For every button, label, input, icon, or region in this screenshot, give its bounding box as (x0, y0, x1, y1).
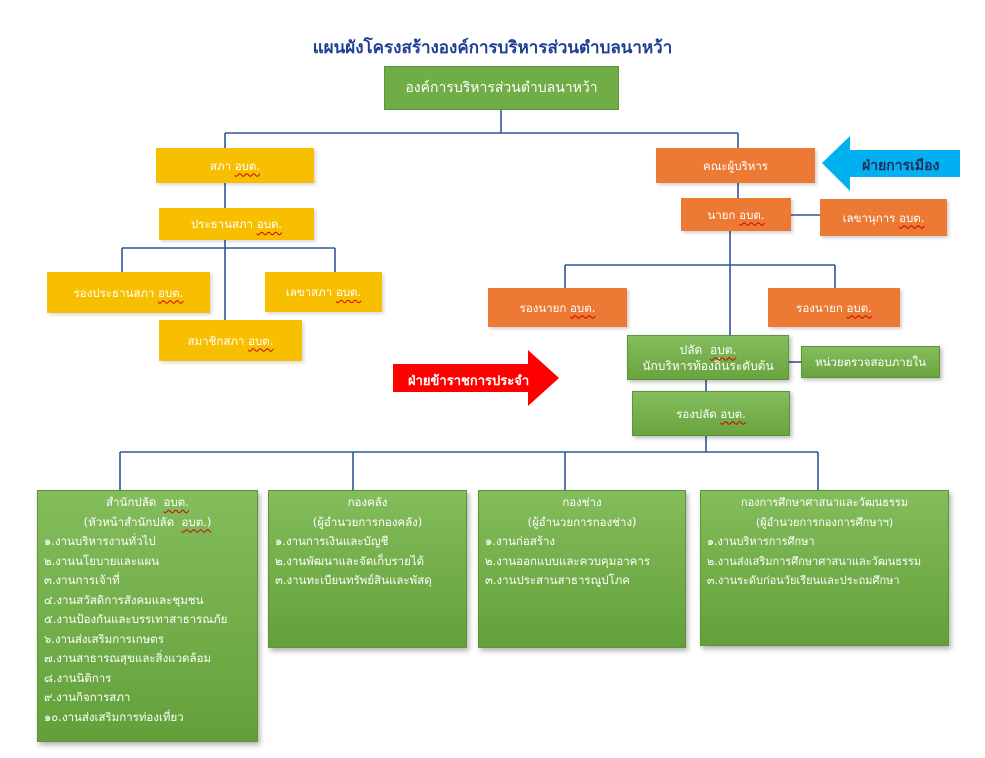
deputy-palad-abbr: อบต. (720, 406, 746, 421)
palad-abbr: อบต. (709, 342, 737, 357)
mayor-secretary-abbr: อบต. (899, 210, 925, 225)
department-name: กองคลัง (347, 495, 388, 509)
top-organization-box: องค์การบริหารส่วนตำบลนาหว้า (384, 66, 619, 110)
deputy-mayor-left-abbr: อบต. (570, 300, 596, 315)
palad-level: นักบริหารท้องถิ่นระดับต้น (642, 358, 774, 373)
list-item: ๑.งานบริหารงานทั่วไป (44, 534, 156, 548)
department-office-palad: สำนักปลัด อบต. (หัวหน้าสำนักปลัด อบต.) ๑… (37, 490, 258, 742)
list-item: ๗.งานสาธารณสุขและสิ่งแวดล้อม (44, 651, 212, 665)
list-item: ๓.งานประสานสาธารณูปโภค (485, 573, 630, 587)
council-chair-abbr: อบต. (256, 217, 283, 231)
council-secretary-box: เลขาสภา อบต. (265, 272, 382, 312)
council-chair-label: ประธานสภา (190, 217, 254, 231)
council-member-box: สมาชิกสภา อบต. (159, 320, 302, 361)
department-head: (ผู้อำนวยการกองคลัง) (312, 514, 423, 529)
council-label: สภา (209, 158, 232, 173)
deputy-palad-box: รองปลัด อบต. (632, 391, 790, 436)
list-item: ๒.งานออกแบบและควบคุมอาคาร (485, 553, 651, 568)
palad-label: ปลัด (679, 342, 703, 357)
mayor-secretary-label: เลขานุการ (842, 210, 896, 225)
department-name-abbr: อบต. (163, 495, 189, 509)
council-vice-chair-label: รองประธานสภา (73, 285, 155, 300)
top-organization-label: องค์การบริหารส่วนตำบลนาหว้า (405, 80, 598, 96)
council-secretary-label: เลขาสภา (285, 285, 333, 299)
deputy-mayor-right-label: รองนายก (796, 300, 843, 315)
mayor-secretary-box: เลขานุการ อบต. (820, 199, 947, 236)
political-arrow-label: ฝ่ายการเมือง (862, 158, 940, 174)
deputy-mayor-right-abbr: อบต. (846, 300, 872, 315)
department-name: กองการศึกษาศาสนาและวัฒนธรรม (740, 496, 909, 509)
civil-arrow-shape (393, 350, 559, 406)
department-engineering: กองช่าง (ผู้อำนวยการกองช่าง) ๑.งานก่อสร้… (478, 490, 686, 648)
list-item: ๓.งานระดับก่อนวัยเรียนและประถมศึกษา (707, 574, 900, 587)
mayor-label: นายก (707, 207, 736, 222)
list-item: ๖.งานส่งเสริมการเกษตร (44, 631, 164, 646)
list-item: ๑.งานบริหารการศึกษา (707, 535, 815, 548)
list-item: ๒.งานส่งเสริมการศึกษาศาสนาและวัฒนธรรม (707, 554, 922, 568)
department-education: กองการศึกษาศาสนาและวัฒนธรรม (ผู้อำนวยการ… (700, 490, 949, 646)
council-vice-chair-abbr: อบต. (158, 285, 184, 300)
council-member-label: สมาชิกสภา (187, 333, 245, 348)
council-member-abbr: อบต. (248, 333, 274, 348)
executive-board-box: คณะผู้บริหาร (656, 148, 815, 183)
council-secretary-abbr: อบต. (335, 285, 362, 299)
department-name: สำนักปลัด (106, 495, 157, 509)
mayor-abbr: อบต. (739, 207, 765, 222)
palad-box: ปลัด อบต. นักบริหารท้องถิ่นระดับต้น (627, 335, 789, 380)
department-finance: กองคลัง (ผู้อำนวยการกองคลัง) ๑.งานการเงิ… (268, 490, 467, 648)
list-item: ๘.งานนิติการ (44, 670, 112, 685)
list-item: ๓.งานทะเบียนทรัพย์สินและพัสดุ (275, 573, 432, 587)
list-item: ๑๐.งานส่งเสริมการท่องเที่ยว (44, 709, 184, 724)
council-chair-box: ประธานสภา อบต. (159, 208, 314, 240)
internal-audit-label: หน่วยตรวจสอบภายใน (815, 355, 926, 369)
political-arrow-shape (822, 136, 960, 191)
list-item: ๑.งานการเงินและบัญชี (275, 534, 389, 548)
list-item: ๙.งานกิจการสภา (44, 690, 131, 704)
mayor-box: นายก อบต. (681, 198, 791, 231)
department-head: (หัวหน้าสำนักปลัด (83, 514, 175, 529)
council-vice-chair-box: รองประธานสภา อบต. (47, 272, 210, 313)
deputy-mayor-left-box: รองนายก อบต. (488, 288, 627, 327)
page-title: แผนผังโครงสร้างองค์การบริหารส่วนตำบลนาหว… (312, 38, 673, 58)
department-head-abbr: อบต.) (181, 514, 212, 529)
list-item: ๕.งานป้องกันและบรรเทาสาธารณภัย (44, 612, 228, 626)
department-head: (ผู้อำนวยการกองการศึกษาฯ) (755, 515, 894, 529)
list-item: ๑.งานก่อสร้าง (485, 534, 556, 548)
deputy-mayor-right-box: รองนายก อบต. (768, 288, 900, 327)
council-abbr: อบต. (234, 158, 261, 173)
deputy-palad-label: รองปลัด (676, 406, 717, 421)
list-item: ๒.งานพัฒนาและจัดเก็บรายได้ (275, 553, 425, 568)
deputy-mayor-left-label: รองนายก (519, 300, 567, 315)
internal-audit-box: หน่วยตรวจสอบภายใน (801, 346, 940, 378)
list-item: ๒.งานนโยบายและแผน (44, 553, 160, 568)
civil-arrow-label: ฝ่ายข้าราชการประจำ (408, 374, 530, 389)
department-head: (ผู้อำนวยการกองช่าง) (527, 514, 637, 529)
executive-board-label: คณะผู้บริหาร (703, 158, 768, 173)
department-name: กองช่าง (562, 495, 602, 509)
list-item: ๓.งานการเจ้าที่ (44, 573, 120, 587)
list-item: ๔.งานสวัสดิการสังคมและชุมชน (44, 592, 204, 607)
council-box: สภา อบต. (156, 148, 314, 183)
